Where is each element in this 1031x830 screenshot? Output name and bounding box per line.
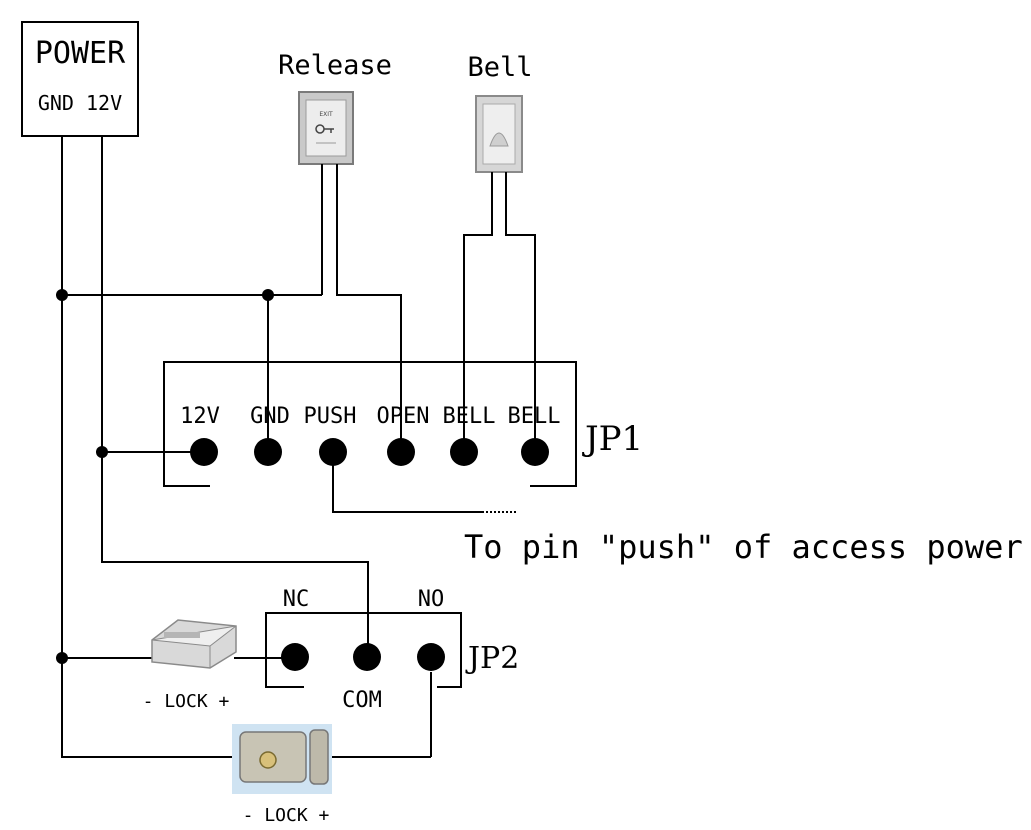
junction-dot (56, 652, 68, 664)
wires (61, 136, 536, 758)
jp1-pin (319, 438, 347, 466)
power-supply: POWER GND 12V (21, 21, 139, 137)
jp2-outline (265, 612, 462, 688)
jp1-pin (521, 438, 549, 466)
jp1-outline (163, 361, 577, 487)
release-button: Release EXIT (278, 50, 392, 165)
bell: Bell (467, 52, 533, 173)
rim-lock-icon (239, 729, 329, 785)
power-title: POWER (35, 36, 126, 71)
jp1-pin-label-bell: BELL (443, 404, 496, 429)
lock2-label: - LOCK + (243, 805, 330, 826)
rim-lock: - LOCK + (232, 724, 332, 826)
release-plate-text: EXIT (319, 111, 333, 118)
jp1-pin (387, 438, 415, 466)
junctions (56, 289, 274, 664)
magnetic-lock-icon (151, 619, 237, 669)
power-box (21, 21, 139, 137)
release-face (305, 99, 347, 157)
jp1-pin-label-bell-2: BELL (508, 404, 561, 429)
jp1-pin-label-12v: 12V (180, 404, 220, 429)
jp1-pin-label-gnd: GND (250, 404, 290, 429)
jp2-name: JP2 (465, 641, 519, 676)
jp2-pin (417, 643, 445, 671)
jp2-pin (353, 643, 381, 671)
jp2-pin-label-no: NO (418, 587, 445, 612)
key-icon (315, 124, 334, 134)
bell-label: Bell (467, 52, 532, 83)
jp1-pin (450, 438, 478, 466)
note-text: To pin "push" of access power (464, 528, 1023, 566)
junction-dot (56, 289, 68, 301)
jp1-pin (254, 438, 282, 466)
jp1-pin-label-open: OPEN (377, 404, 430, 429)
jp2-pin (281, 643, 309, 671)
jp1-name: JP1 (582, 419, 643, 459)
power-terminals: GND 12V (38, 91, 122, 115)
jp2-connector: NC NO COM JP2 (265, 587, 519, 713)
release-label: Release (278, 50, 392, 81)
junction-dot (96, 446, 108, 458)
jp1-connector: 12V GND PUSH OPEN BELL BELL JP1 (163, 361, 643, 487)
jp1-pin (190, 438, 218, 466)
lock1-label: - LOCK + (143, 691, 230, 712)
bell-icon (489, 132, 509, 147)
jp1-pin-label-push: PUSH (304, 404, 357, 429)
jp2-pin-label-com: COM (342, 688, 382, 713)
junction-dot (262, 289, 274, 301)
magnetic-lock: - LOCK + (143, 619, 237, 712)
jp2-pin-label-nc: NC (283, 587, 310, 612)
